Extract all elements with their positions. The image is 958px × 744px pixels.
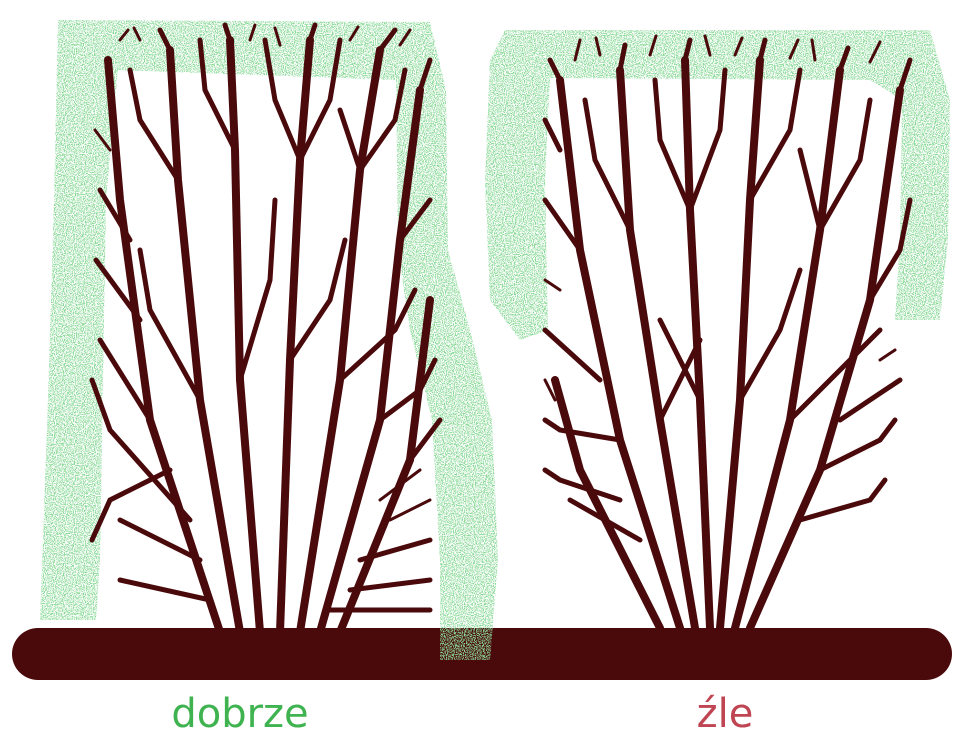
label-good: dobrze [171, 691, 309, 737]
hedge-bad-branches [542, 34, 913, 632]
hedge-bad-foliage [485, 30, 950, 340]
hedge-good-branches [89, 22, 443, 636]
hedge-good [40, 20, 498, 660]
hedge-bad [485, 30, 950, 632]
hedge-good-foliage [40, 20, 498, 660]
label-bad: źle [696, 691, 754, 737]
